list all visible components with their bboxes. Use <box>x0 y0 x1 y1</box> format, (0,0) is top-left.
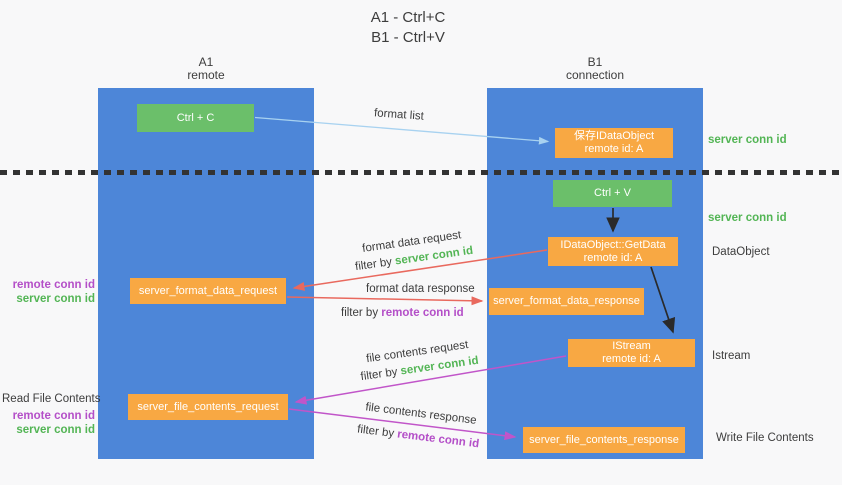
lane-a1-name: A1 <box>198 55 214 69</box>
node-save-idataobject: 保存IDataObject remote id: A <box>555 128 673 158</box>
node-istream-line1: IStream <box>612 340 651 352</box>
label-istream-side: Istream <box>712 350 751 362</box>
node-server-format-data-response-label: server_format_data_response <box>493 295 640 307</box>
node-server-file-contents-request: server_file_contents_request <box>128 394 288 420</box>
label-server-conn-id-file: server conn id <box>16 424 95 436</box>
node-istream-line2: remote id: A <box>602 353 661 365</box>
label-ids-format: remote conn id server conn id <box>10 278 95 306</box>
label-remote-conn-id-file: remote conn id <box>12 410 95 422</box>
filter-by-text: filter by <box>341 307 379 319</box>
node-server-file-contents-response: server_file_contents_response <box>523 427 685 453</box>
label-format-data-response-line: format data response <box>366 283 475 295</box>
diagram-title: A1 - Ctrl+C B1 - Ctrl+V <box>308 8 508 48</box>
label-ids-file: remote conn id server conn id <box>10 409 95 437</box>
filter-id-text: remote conn id <box>396 428 480 451</box>
node-server-file-contents-request-label: server_file_contents_request <box>137 400 279 413</box>
node-server-format-data-request-label: server_format_data_request <box>138 284 278 297</box>
filter-id-text: remote conn id <box>381 307 464 319</box>
filter-by-text: filter by <box>354 256 393 274</box>
label-dataobject: DataObject <box>712 246 770 258</box>
lane-b1-subtitle: connection <box>565 68 625 82</box>
filter-by-text: filter by <box>359 366 399 384</box>
node-save-idataobject-line2: remote id: A <box>584 143 644 155</box>
title-line-ctrl-c: A1 - Ctrl+C <box>370 9 446 26</box>
label-server-conn-id-mid: server conn id <box>708 212 787 224</box>
label-server-conn-id-format: server conn id <box>16 293 95 305</box>
label-format-data-response-filter: filter by remote conn id <box>341 306 464 320</box>
node-ctrl-v: Ctrl + V <box>553 180 672 207</box>
node-server-format-data-request: server_format_data_request <box>130 278 286 304</box>
lane-header-a1: A1 remote <box>98 56 314 82</box>
node-ctrl-c: Ctrl + C <box>137 104 254 132</box>
lane-a1-subtitle: remote <box>187 68 225 82</box>
node-save-idataobject-line1: 保存IDataObject <box>573 130 655 142</box>
label-file-contents-response: file contents response filter by remote … <box>350 395 490 457</box>
label-remote-conn-id-format: remote conn id <box>12 279 95 291</box>
node-getdata-line2: remote id: A <box>583 251 643 264</box>
arrow-format-data-response <box>286 296 484 306</box>
title-line-ctrl-v: B1 - Ctrl+V <box>371 29 445 46</box>
lane-b1-name: B1 <box>587 55 603 69</box>
node-server-format-data-response: server_format_data_response <box>489 288 644 315</box>
node-server-file-contents-response-label: server_file_contents_response <box>529 433 679 446</box>
label-format-list: format list <box>373 107 425 123</box>
node-getdata-line1: IDataObject::GetData <box>560 238 666 251</box>
node-ctrl-v-label: Ctrl + V <box>594 187 631 199</box>
filter-by-text: filter by <box>356 423 395 440</box>
label-file-contents-request: file contents request filter by server c… <box>344 334 492 388</box>
label-write-file-contents: Write File Contents <box>716 432 814 444</box>
phase-divider-dotted-line <box>0 170 842 175</box>
label-server-conn-id-top: server conn id <box>708 134 787 146</box>
lane-header-b1: B1 connection <box>487 56 703 82</box>
label-read-file-contents: Read File Contents <box>2 393 101 405</box>
node-ctrl-c-label: Ctrl + C <box>176 111 215 124</box>
label-format-data-request: format data request filter by server con… <box>336 224 489 279</box>
node-istream: IStream remote id: A <box>568 339 695 367</box>
node-idataobject-getdata: IDataObject::GetData remote id: A <box>548 237 678 266</box>
